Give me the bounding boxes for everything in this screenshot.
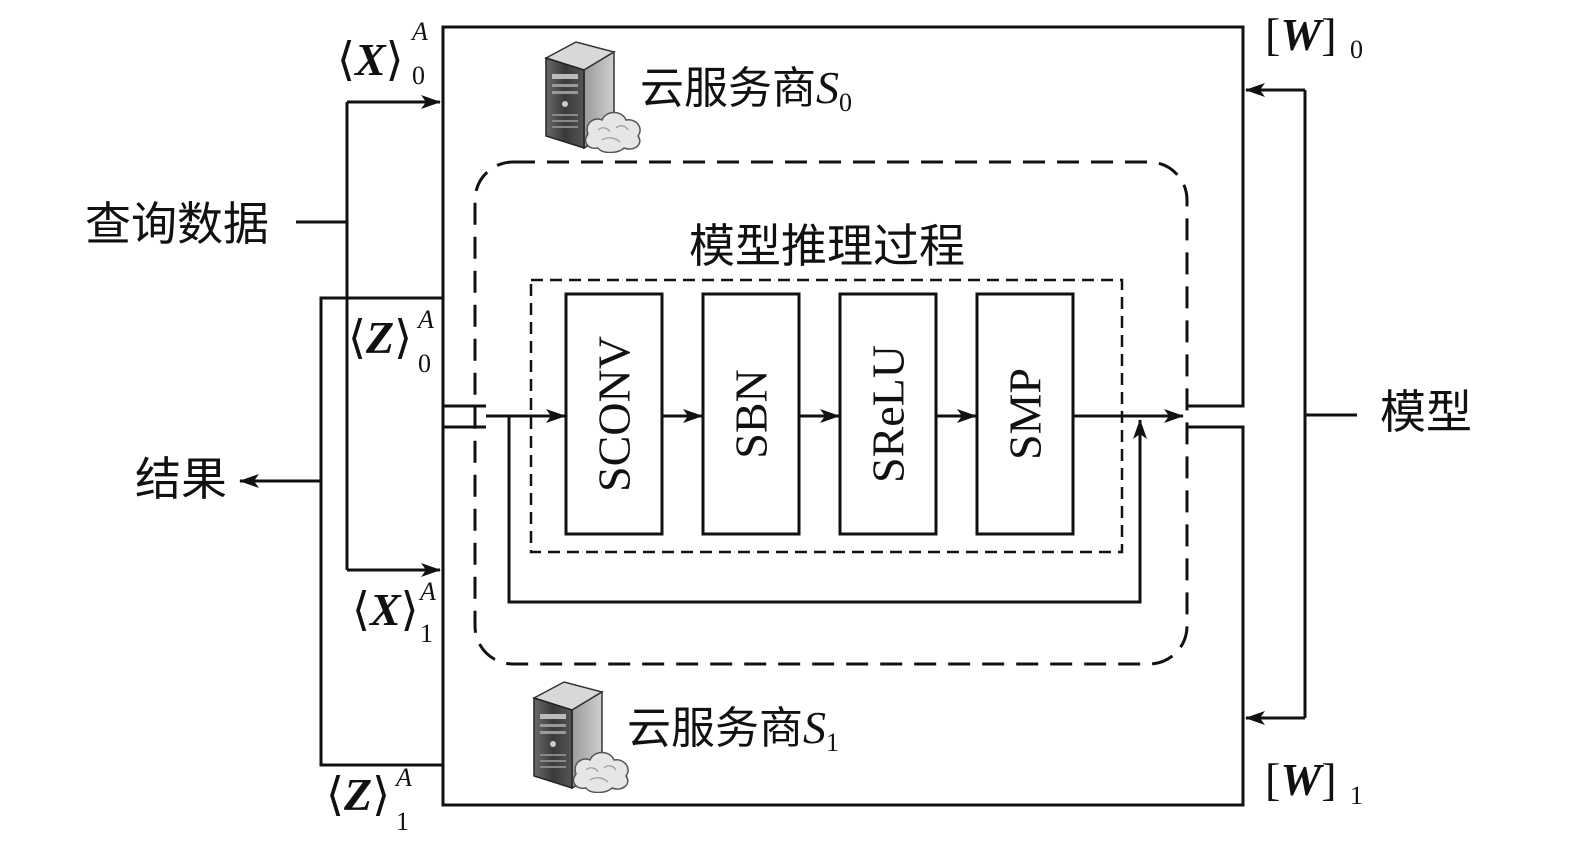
inference-region bbox=[473, 160, 1189, 666]
w1-share-label: [W] 1 bbox=[1265, 754, 1363, 810]
svg-text:⟨Z⟩: ⟨Z⟩ bbox=[326, 769, 390, 820]
server-cloud-icon bbox=[545, 41, 641, 153]
x0-share-label: ⟨X⟩ A 0 bbox=[337, 17, 428, 90]
skip-connection bbox=[507, 416, 1147, 604]
block-smp: SMP bbox=[975, 292, 1075, 536]
svg-text:[W]: [W] bbox=[1265, 9, 1337, 60]
svg-text:1: 1 bbox=[420, 619, 433, 648]
block-sconv-box bbox=[564, 292, 664, 536]
svg-text:0: 0 bbox=[1350, 35, 1363, 64]
z0-share-label: ⟨Z⟩ A 0 bbox=[348, 305, 434, 378]
svg-text:1: 1 bbox=[1350, 781, 1363, 810]
svg-text:⟨Z⟩: ⟨Z⟩ bbox=[348, 312, 412, 363]
svg-text:A: A bbox=[416, 305, 434, 334]
svg-text:⟨X⟩: ⟨X⟩ bbox=[352, 584, 419, 635]
svg-text:A: A bbox=[410, 17, 428, 46]
block-sbn-box bbox=[701, 292, 801, 536]
model-label: 模型 bbox=[1380, 385, 1472, 439]
z1-share-label: ⟨Z⟩ A 1 bbox=[326, 763, 412, 836]
block-smp-box bbox=[975, 292, 1075, 536]
block-srelu-label: SReLU bbox=[863, 345, 914, 483]
server-cloud-icon bbox=[533, 681, 629, 793]
x1-share-label: ⟨X⟩ A 1 bbox=[352, 577, 436, 648]
block-srelu: SReLU bbox=[838, 292, 938, 536]
svg-text:⟨X⟩: ⟨X⟩ bbox=[337, 34, 404, 85]
svg-text:A: A bbox=[394, 763, 412, 792]
svg-text:0: 0 bbox=[412, 61, 425, 90]
server1-label: 云服务商S1 bbox=[627, 702, 839, 757]
svg-text:[W]: [W] bbox=[1265, 754, 1337, 805]
server0-label: 云服务商S0 bbox=[640, 62, 852, 117]
svg-text:A: A bbox=[418, 577, 436, 606]
block-sconv-label: SCONV bbox=[589, 336, 640, 492]
result-label: 结果 bbox=[135, 452, 227, 506]
query-data-label: 查询数据 bbox=[85, 197, 269, 251]
result-bus bbox=[319, 296, 445, 805]
block-srelu-box bbox=[838, 292, 938, 536]
block-smp-label: SMP bbox=[1000, 368, 1051, 460]
block-sbn-label: SBN bbox=[726, 369, 777, 458]
block-sconv: SCONV bbox=[564, 292, 664, 536]
svg-text:1: 1 bbox=[396, 807, 409, 836]
block-sbn: SBN bbox=[701, 292, 801, 536]
w0-share-label: [W] 0 bbox=[1265, 9, 1363, 64]
inference-title: 模型推理过程 bbox=[689, 219, 965, 273]
svg-text:0: 0 bbox=[418, 349, 431, 378]
